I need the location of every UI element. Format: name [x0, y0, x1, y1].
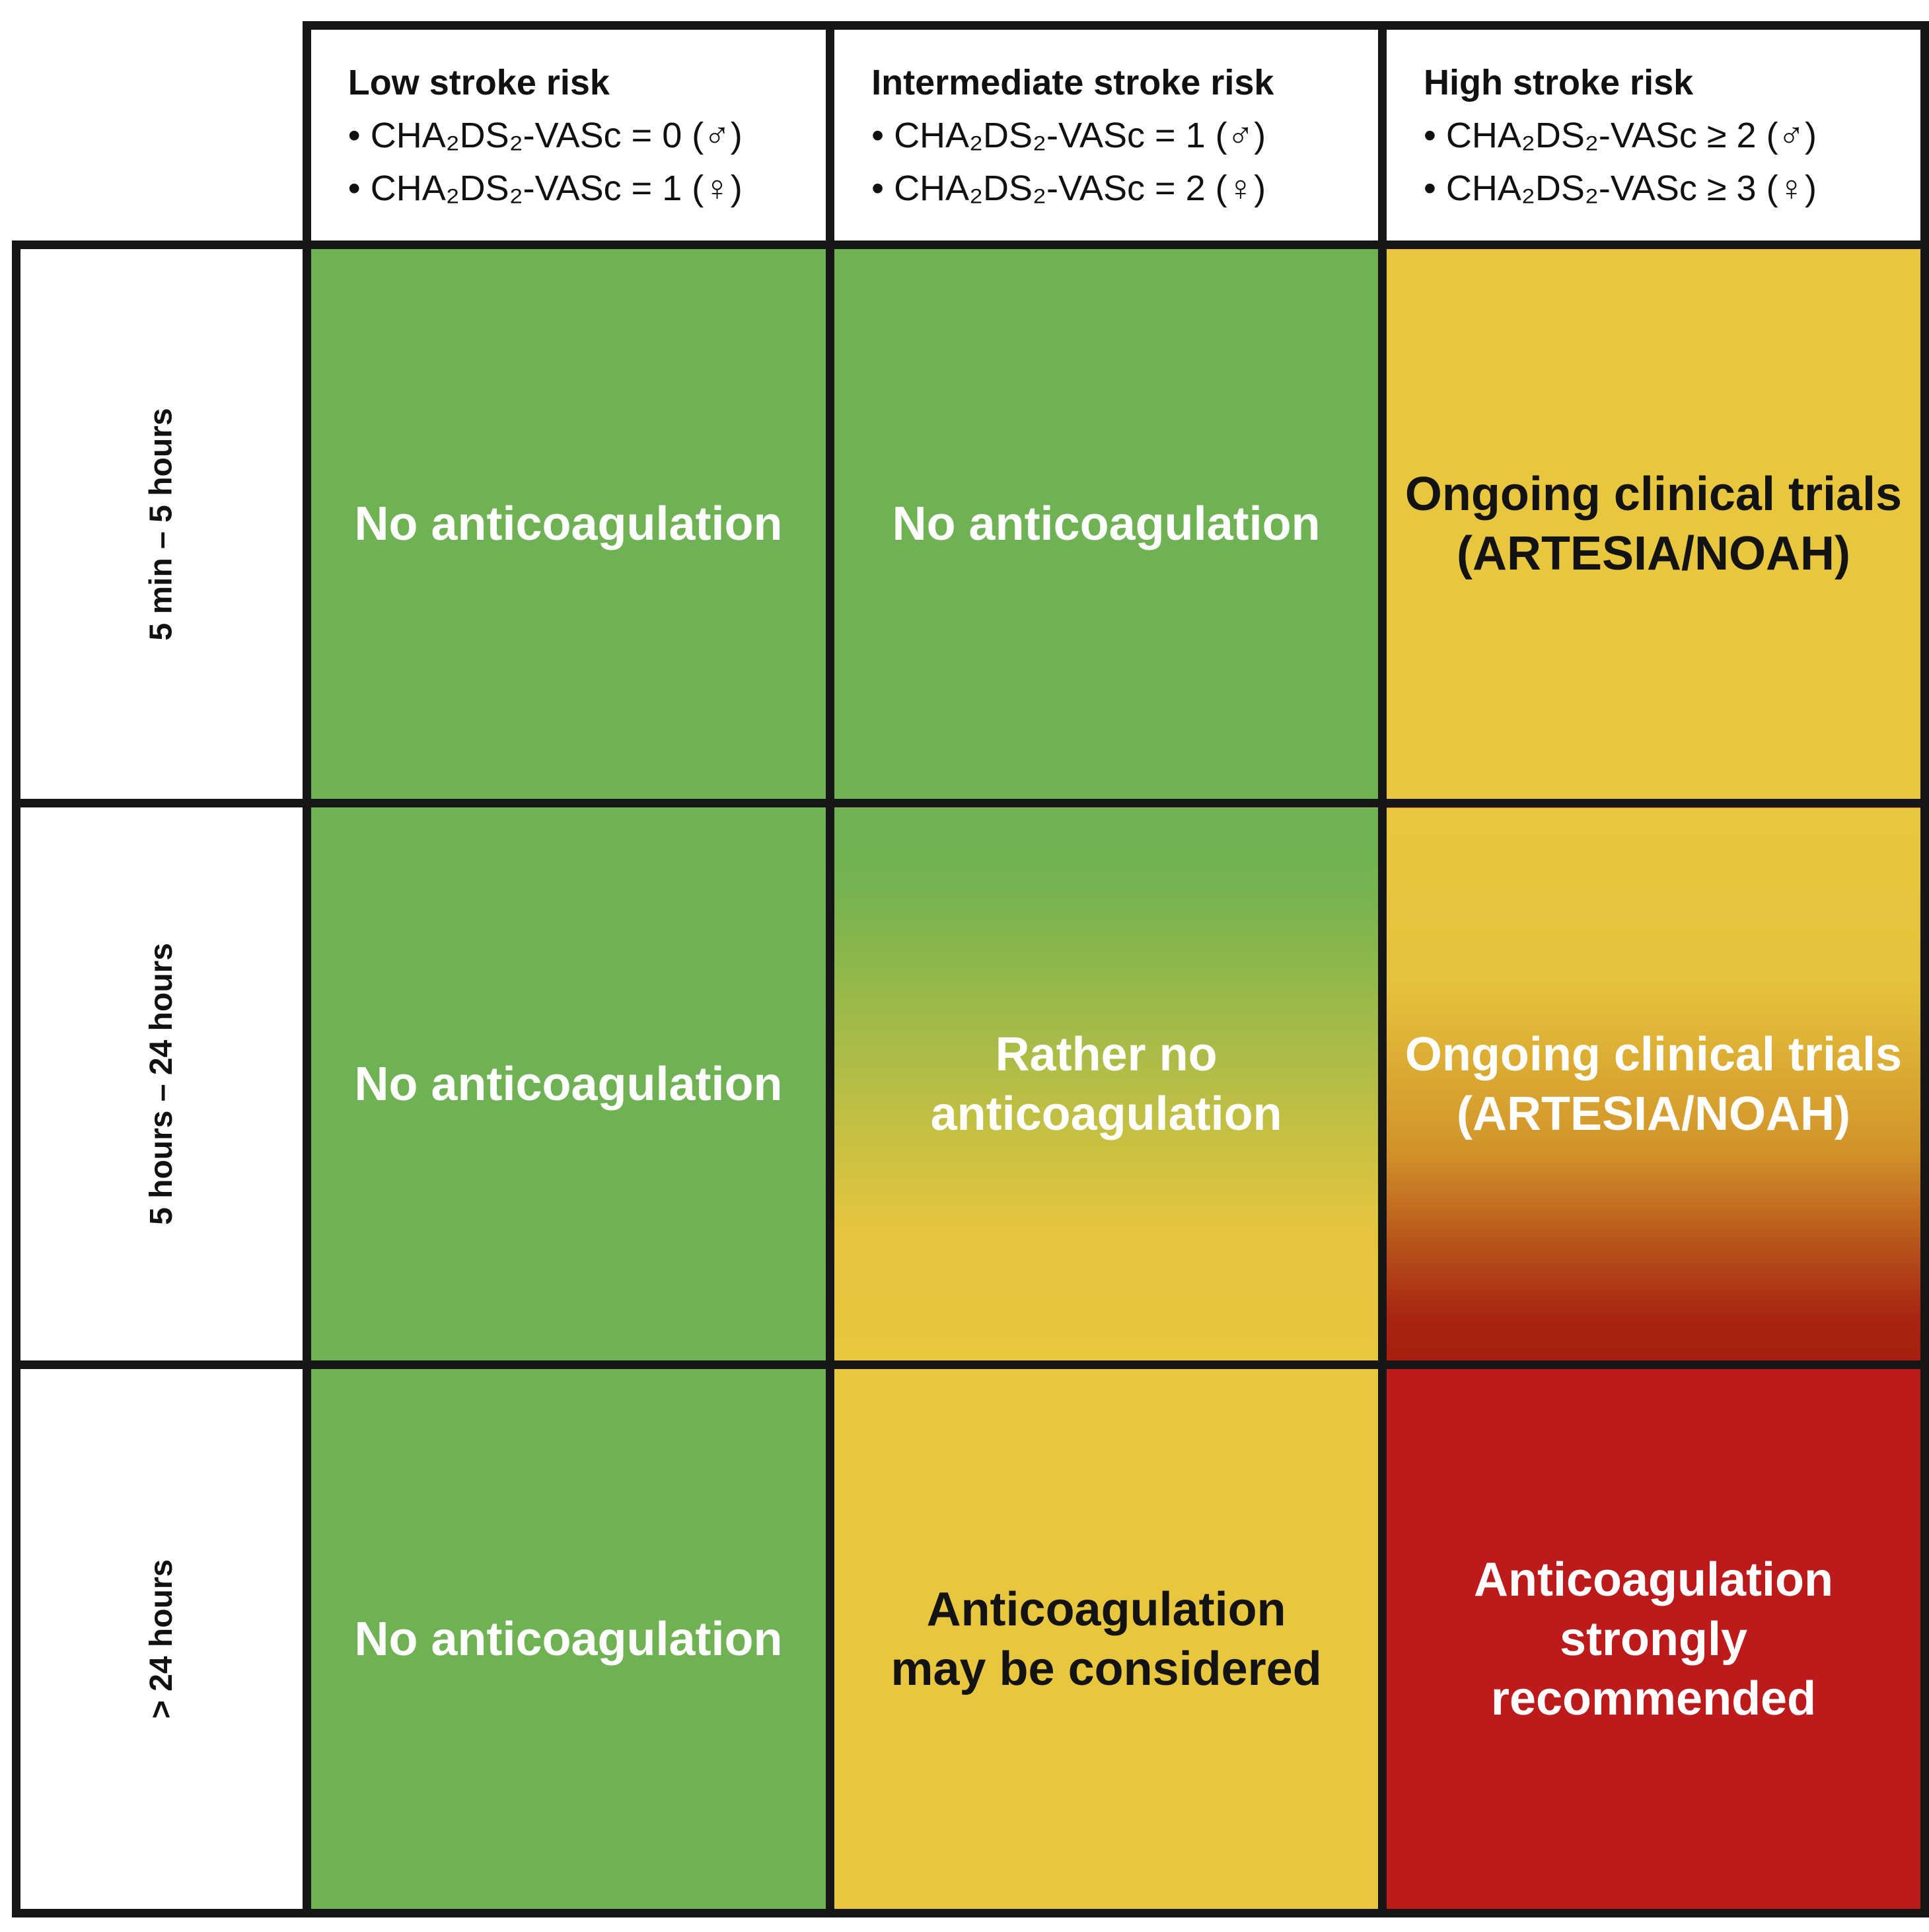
- grid-cell-r1c1: No anticoagulation: [302, 241, 835, 807]
- column-header-intermediate-stroke-risk: Intermediate stroke risk • CHA₂DS₂-VASc …: [826, 21, 1387, 249]
- grid-cell-r3c1: No anticoagulation: [302, 1360, 835, 1917]
- column-criteria-line: • CHA₂DS₂-VASc = 2 (♀): [871, 168, 1266, 208]
- row-label: 5 min – 5 hours: [143, 407, 179, 641]
- column-header-content: Intermediate stroke risk • CHA₂DS₂-VASc …: [834, 56, 1378, 215]
- column-header-content: High stroke risk • CHA₂DS₂-VASc ≥ 2 (♂) …: [1387, 56, 1920, 215]
- corner-spacer: [16, 25, 307, 245]
- grid-cell-r1c3: Ongoing clinical trials (ARTESIA/NOAH): [1378, 241, 1929, 807]
- column-header-high-stroke-risk: High stroke risk • CHA₂DS₂-VASc ≥ 2 (♂) …: [1378, 21, 1929, 249]
- grid-cell-r2c3: Ongoing clinical trials (ARTESIA/NOAH): [1378, 799, 1929, 1369]
- anticoagulation-decision-matrix: Low stroke risk • CHA₂DS₂-VASc = 0 (♂) •…: [12, 21, 1929, 1917]
- column-criteria-line: • CHA₂DS₂-VASc ≥ 3 (♀): [1424, 168, 1817, 208]
- column-criteria-line: • CHA₂DS₂-VASc = 1 (♀): [347, 168, 743, 208]
- column-criteria-line: • CHA₂DS₂-VASc ≥ 2 (♂): [1424, 115, 1817, 155]
- grid-cell-r3c3: Anticoagulation strongly recommended: [1378, 1360, 1929, 1917]
- row-label: 5 hours – 24 hours: [143, 943, 179, 1225]
- column-title: High stroke risk: [1424, 62, 1694, 102]
- grid-cell-r3c2: Anticoagulation may be considered: [826, 1360, 1387, 1917]
- column-header-low-stroke-risk: Low stroke risk • CHA₂DS₂-VASc = 0 (♂) •…: [302, 21, 835, 249]
- row-label: > 24 hours: [143, 1559, 179, 1719]
- row-header-5min-5hours: 5 min – 5 hours: [12, 241, 311, 807]
- row-header-5hours-24hours: 5 hours – 24 hours: [12, 799, 311, 1369]
- column-criteria-line: • CHA₂DS₂-VASc = 0 (♂): [347, 115, 743, 155]
- column-title: Intermediate stroke risk: [871, 62, 1274, 102]
- column-title: Low stroke risk: [347, 62, 610, 102]
- grid-cell-r2c2: Rather no anticoagulation: [826, 799, 1387, 1369]
- row-header-over-24hours: > 24 hours: [12, 1360, 311, 1917]
- grid-cell-r1c2: No anticoagulation: [826, 241, 1387, 807]
- grid-cell-r2c1: No anticoagulation: [302, 799, 835, 1369]
- column-criteria-line: • CHA₂DS₂-VASc = 1 (♂): [871, 115, 1266, 155]
- column-header-content: Low stroke risk • CHA₂DS₂-VASc = 0 (♂) •…: [311, 56, 826, 215]
